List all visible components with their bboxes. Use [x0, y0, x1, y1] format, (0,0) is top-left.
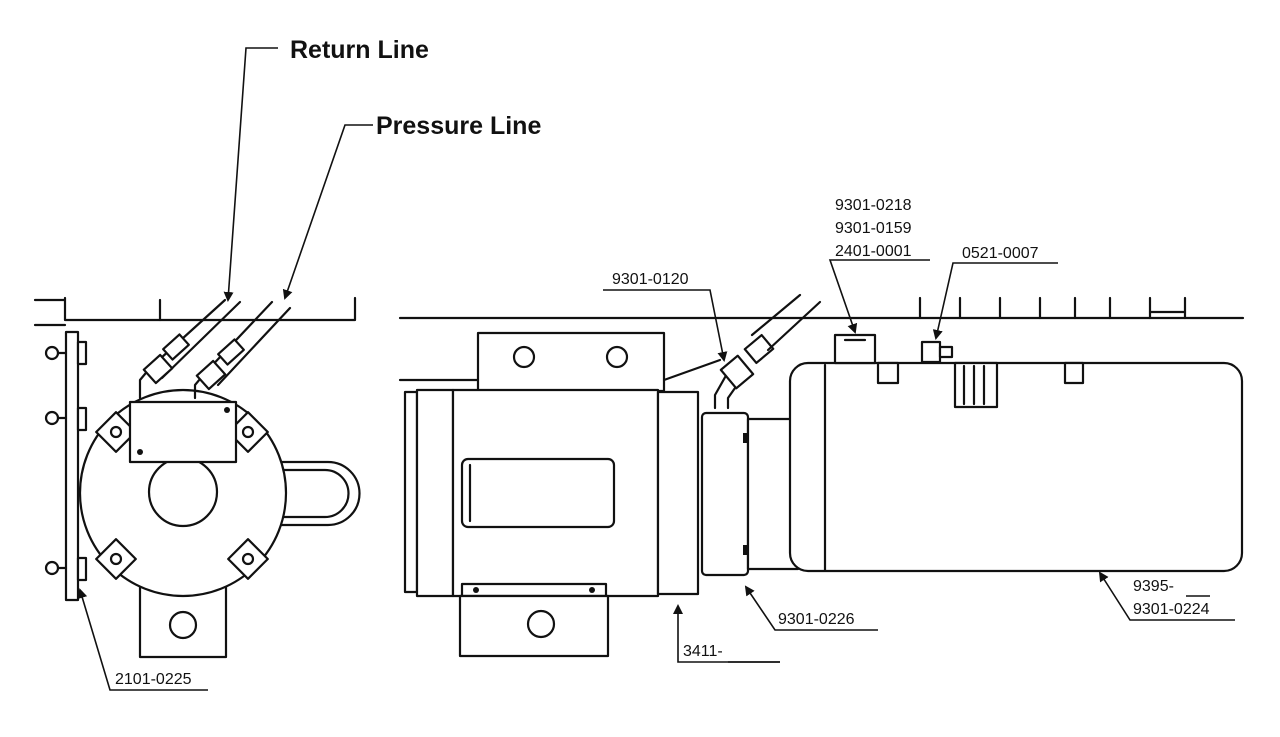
end-view-mounting-surface [33, 296, 357, 327]
end-view [33, 296, 361, 659]
part-2401-0001-label: 2401-0001 [835, 243, 912, 260]
leader-lines [77, 47, 1235, 691]
end-view-hoses [138, 298, 292, 400]
callout-labels: Return Line Pressure Line 2101-0225 9301… [115, 36, 1210, 688]
side-view [398, 293, 1245, 658]
part-9301-0159-label: 9301-0159 [835, 220, 912, 237]
part-9301-0218-label: 9301-0218 [835, 197, 912, 214]
pump-adapter [700, 411, 800, 577]
part-3411-label: 3411- [683, 643, 723, 660]
mounting-plate [64, 330, 80, 602]
part-0521-0007-label: 0521-0007 [962, 245, 1039, 262]
part-9301-0224-label: 9301-0224 [1133, 601, 1210, 618]
pressure-line-label: Pressure Line [376, 112, 541, 140]
motor-shaft-circle [147, 456, 219, 528]
end-view-manifold-block [128, 400, 238, 464]
motor-bracket [476, 331, 666, 393]
mounting-bolts [44, 340, 88, 582]
breather-fitting [920, 340, 954, 364]
electric-motor [403, 388, 700, 598]
motor-feet [458, 582, 610, 658]
motor-corner-bosses [95, 411, 269, 580]
side-view-hose [713, 293, 822, 410]
motor-handle [278, 460, 361, 527]
part-9301-0120-label: 9301-0120 [612, 271, 689, 288]
return-line-label: Return Line [290, 36, 429, 64]
side-view-mounting-surface [398, 296, 1245, 382]
part-2101-0225-label: 2101-0225 [115, 671, 192, 688]
reservoir-tank [788, 361, 1244, 573]
part-9301-0226-label: 9301-0226 [778, 611, 855, 628]
part-9395-label: 9395- [1133, 578, 1174, 595]
